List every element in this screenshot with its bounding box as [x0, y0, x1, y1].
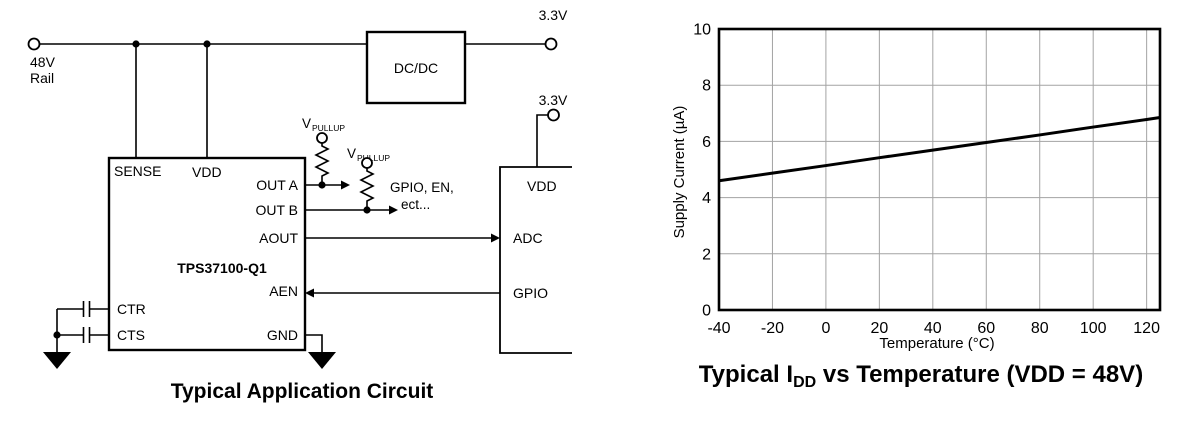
x-tick-label: 60 [977, 320, 995, 337]
chart-title: Typical IDD vs Temperature (VDD = 48V) [699, 361, 1143, 391]
mcu-pin-adc: ADC [513, 230, 543, 246]
vpullup1-sub: PULLUP [312, 123, 345, 133]
y-tick-label: 4 [702, 190, 711, 207]
idd-curve [718, 116, 1161, 183]
chart-title-rest: vs Temperature (VDD = 48V) [816, 361, 1143, 388]
y-tick-label: 0 [702, 303, 711, 320]
mcu-pin-gpio: GPIO [513, 285, 548, 301]
plot-border [717, 27, 1162, 312]
chip-box [107, 156, 307, 352]
ground-symbol-icon [308, 352, 336, 369]
pin-aout: AOUT [259, 230, 298, 246]
junction-dot [363, 206, 371, 214]
x-tick-label: 20 [870, 320, 888, 337]
pin-sense: SENSE [114, 163, 161, 179]
y-tick-label: 8 [702, 78, 711, 95]
pullup1-resistor-icon [314, 143, 330, 185]
rail-terminal-icon [27, 37, 41, 51]
mcu-supply-wire [536, 114, 548, 167]
junction-dot [53, 331, 61, 339]
gpio-note-line1: GPIO, EN, [390, 180, 454, 195]
chart-title-main: Typical I [699, 361, 793, 388]
x-tick-label: 80 [1031, 320, 1049, 337]
rail-label-48v: 48V [30, 54, 56, 70]
chip-name: TPS37100-Q1 [177, 260, 267, 276]
vpullup1-label: V [302, 116, 311, 131]
x-axis-label: Temperature (°C) [879, 335, 994, 352]
y-tick-label: 10 [693, 22, 711, 39]
application-circuit-diagram: 48V Rail DC/DC 3.3V 3.3V SENSE VDD OUT A… [27, 7, 572, 403]
chart-tick-labels: -40 -20 0 20 40 60 80 100 120 0 2 4 6 8 10 [693, 22, 1160, 338]
y-tick-label: 6 [702, 134, 711, 151]
pin-cts: CTS [117, 327, 145, 343]
pin-ctr: CTR [117, 301, 146, 317]
gnd-wire [305, 334, 323, 352]
pin-gnd: GND [267, 327, 298, 343]
x-tick-label: 120 [1133, 320, 1160, 337]
x-tick-label: 0 [821, 320, 830, 337]
mcu-supply-label: 3.3V [539, 92, 568, 108]
chart-gridlines [719, 29, 1160, 310]
rail-label-rail: Rail [30, 70, 54, 86]
gpio-note-line2: ect... [401, 197, 430, 212]
outa-arrowhead-icon [341, 180, 350, 190]
vpullup2-sub: PULLUP [357, 153, 390, 163]
mcu-box [499, 166, 572, 354]
mcu-supply-terminal-icon [547, 108, 560, 122]
x-tick-label: -20 [761, 320, 784, 337]
x-tick-label: -40 [707, 320, 730, 337]
aen-arrowhead-icon [305, 288, 314, 298]
y-tick-label: 2 [702, 246, 711, 263]
dcdc-box [365, 30, 467, 105]
chart-title-subscript: DD [793, 374, 816, 391]
supply-3v3-terminal-icon [544, 37, 558, 51]
mcu-pin-vdd: VDD [527, 178, 557, 194]
pin-aen: AEN [269, 283, 298, 299]
vpullup2-terminal-icon [361, 157, 373, 169]
x-tick-label: 100 [1080, 320, 1107, 337]
ground-symbol-icon [43, 352, 71, 369]
outb-arrowhead-icon [389, 205, 398, 215]
vpullup1-terminal-icon [316, 132, 328, 144]
aout-arrowhead-icon [491, 233, 500, 243]
pullup2-resistor-icon [359, 168, 375, 210]
x-tick-label: 40 [924, 320, 942, 337]
y-axis-label: Supply Current (µA) [671, 106, 688, 239]
idd-vs-temperature-chart: -40 -20 0 20 40 60 80 100 120 0 2 4 6 8 10 Temperature… [671, 22, 1162, 391]
junction-dot [318, 181, 326, 189]
pin-outa: OUT A [256, 177, 298, 193]
supply-3v3-label: 3.3V [539, 7, 568, 23]
circuit-caption: Typical Application Circuit [171, 380, 434, 403]
vpullup2-label: V [347, 146, 356, 161]
dcdc-label: DC/DC [394, 60, 438, 76]
pin-outb: OUT B [255, 202, 298, 218]
pin-vdd: VDD [192, 164, 222, 180]
